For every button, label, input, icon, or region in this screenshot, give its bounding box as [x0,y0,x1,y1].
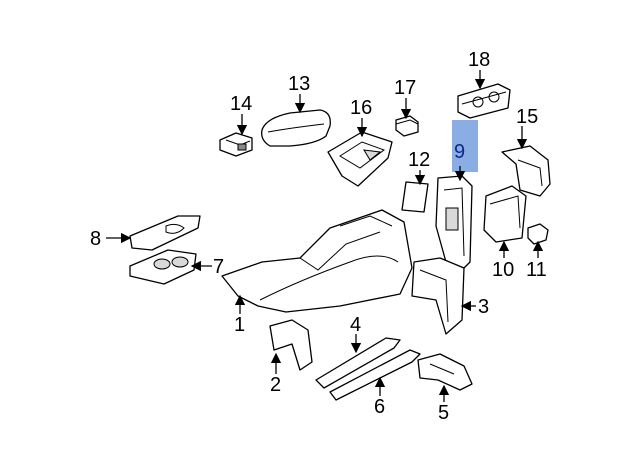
callout-10: 10 [492,259,514,281]
part-13-armrest-lid [261,109,331,147]
part-14-bracket [219,132,253,157]
part-2-bracket [269,319,313,371]
part-16-storage-bin [327,131,393,187]
callout-labels: 1 2 3 4 5 6 7 8 9 10 11 12 13 14 15 16 1… [90,49,547,424]
callout-9: 9 [454,141,465,163]
callout-7: 7 [213,256,224,278]
part-5-bracket [417,353,473,391]
callout-2: 2 [270,374,281,396]
callout-14: 14 [230,93,252,115]
part-17-clip [395,115,419,137]
callout-1: 1 [234,314,245,336]
leader-lines [106,70,544,402]
part-12-panel [401,181,429,213]
part-15-bracket [501,145,551,197]
callout-13: 13 [288,73,310,95]
callout-11: 11 [526,259,547,281]
part-6-long-strip [329,349,421,401]
highlight-box-9 [452,120,478,172]
callout-4: 4 [350,314,361,336]
callout-6: 6 [374,396,385,418]
part-1-center-console [221,209,413,313]
part-11-connector [527,223,549,245]
callout-8: 8 [90,228,101,250]
callout-15: 15 [516,106,538,128]
callout-18: 18 [468,49,490,71]
callout-3: 3 [478,296,489,318]
callout-16: 16 [350,97,372,119]
callout-5: 5 [438,402,449,424]
part-10-box [483,185,527,243]
callout-12: 12 [408,149,430,171]
part-8-trim-plate [129,215,201,251]
callout-17: 17 [394,77,416,99]
part-3-support-bracket [411,257,465,335]
part-4-trim-strip [315,337,401,389]
part-7-cup-holder [129,249,197,285]
part-18-control-unit [457,83,511,119]
part-9-side-trim [435,175,473,273]
